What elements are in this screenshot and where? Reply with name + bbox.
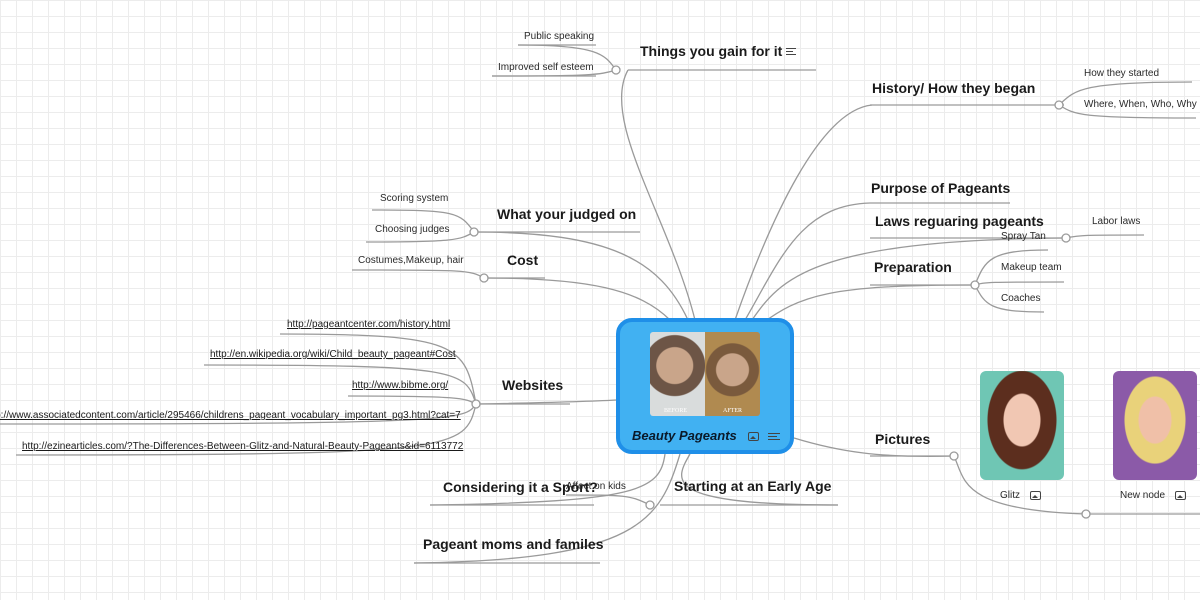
joint-judged [469, 227, 479, 237]
subtopic-coaches[interactable]: Coaches [1001, 293, 1041, 304]
topic-pageant-moms[interactable]: Pageant moms and familes [423, 536, 604, 552]
subtopic-makeup-team[interactable]: Makeup team [1001, 262, 1062, 273]
topic-judged[interactable]: What your judged on [497, 206, 637, 222]
topic-things-gain[interactable]: Things you gain for it [640, 43, 783, 59]
topic-early-age[interactable]: Starting at an Early Age [674, 478, 832, 494]
link-sport [429, 453, 666, 506]
subtopic-self-esteem[interactable]: Improved self esteem [498, 62, 594, 73]
subtopic-scoring[interactable]: Scoring system [380, 193, 449, 204]
link-laws [751, 237, 1065, 321]
link-bibme[interactable]: http://www.bibme.org/ [352, 380, 449, 391]
central-topic[interactable]: BEFORE AFTER Beauty Pageants [616, 318, 794, 454]
topic-websites[interactable]: Websites [502, 377, 564, 393]
after-tag: AFTER [723, 408, 743, 414]
image-icon[interactable] [748, 432, 759, 441]
subtopic-new-node[interactable]: New node [1120, 490, 1166, 501]
subtopic-costumes[interactable]: Costumes,Makeup, hair [358, 255, 464, 266]
link-history [734, 104, 873, 321]
subtopic-how-started[interactable]: How they started [1084, 68, 1160, 79]
joint-sport [645, 500, 655, 510]
image-icon[interactable] [1175, 491, 1186, 500]
link-pageantcenter[interactable]: http://pageantcenter.com/history.html [287, 319, 451, 330]
subtopic-public-speaking[interactable]: Public speaking [524, 31, 595, 42]
central-title: Beauty Pageants [632, 428, 737, 443]
link-associatedcontent[interactable]: http://www.associatedcontent.com/article… [0, 410, 461, 421]
link-moms [413, 453, 681, 564]
before-tag: BEFORE [664, 408, 688, 414]
link-cost [483, 277, 671, 321]
joint-websites [471, 399, 481, 409]
joint-preparation [970, 280, 980, 290]
glitz-picture[interactable] [980, 371, 1064, 480]
image-icon[interactable] [1030, 491, 1041, 500]
joint-history [1054, 100, 1064, 110]
joint-laws [1061, 233, 1071, 243]
topic-sport[interactable]: Considering it a Sport? [443, 479, 598, 495]
subtopic-affect-kids[interactable]: Affect on kids [566, 481, 626, 492]
new-node-picture[interactable] [1113, 371, 1197, 480]
topic-history[interactable]: History/ How they began [872, 80, 1036, 96]
link-judged [473, 231, 689, 321]
joint-cost [479, 273, 489, 283]
joint-pictures-2 [1081, 509, 1091, 519]
notes-icon[interactable] [768, 431, 780, 441]
link-purpose [744, 202, 871, 321]
link-things-gain [620, 69, 696, 321]
link-early [681, 453, 839, 506]
notes-icon[interactable] [786, 46, 798, 56]
before-after-image: BEFORE AFTER [650, 332, 760, 416]
link-preparation [759, 284, 973, 326]
link-ezinearticles[interactable]: http://ezinearticles.com/?The-Difference… [22, 441, 464, 452]
topic-purpose[interactable]: Purpose of Pageants [871, 180, 1011, 196]
topic-pictures[interactable]: Pictures [875, 431, 931, 447]
subtopic-labor-laws[interactable]: Labor laws [1092, 216, 1141, 227]
joint-things-gain [611, 65, 621, 75]
link-wikipedia[interactable]: http://en.wikipedia.org/wiki/Child_beaut… [210, 349, 456, 360]
subtopic-where-when[interactable]: Where, When, Who, Why [1084, 99, 1197, 110]
joint-pictures [949, 451, 959, 461]
subtopic-glitz[interactable]: Glitz [1000, 490, 1020, 501]
topic-preparation[interactable]: Preparation [874, 259, 952, 275]
topic-cost[interactable]: Cost [507, 252, 539, 268]
subtopic-choosing-judges[interactable]: Choosing judges [375, 224, 450, 235]
topic-laws[interactable]: Laws reguaring pageants [875, 213, 1044, 229]
subtopic-spray-tan[interactable]: Spray Tan [1001, 231, 1046, 242]
